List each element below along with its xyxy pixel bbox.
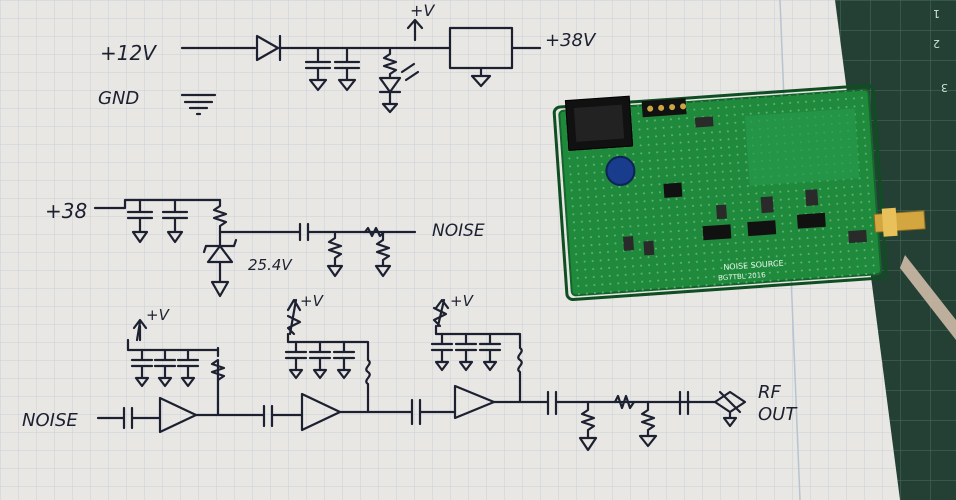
noise-out-label: NOISE bbox=[432, 221, 485, 241]
amp-vcc-2: +V bbox=[300, 292, 325, 310]
amp-vcc-3: +V bbox=[450, 292, 475, 310]
mat-mark-2: 2 bbox=[933, 37, 940, 50]
pcb-silkscreen-1: NOISE SOURCE bbox=[723, 259, 784, 272]
power-schematic: +12V GND +V +38V bbox=[98, 1, 597, 116]
noise-source-in-label: +38 bbox=[45, 199, 87, 223]
amp-in-label: NOISE bbox=[22, 410, 78, 431]
mat-mark-3: 3 bbox=[941, 81, 948, 94]
noise-source-pcb: NOISE SOURCE BG7TBL 2016 bbox=[552, 83, 926, 302]
gnd-label: GND bbox=[98, 88, 139, 109]
rf-out-label-2: OUT bbox=[758, 404, 798, 425]
power-out-label: +38V bbox=[545, 30, 597, 51]
power-in-label: +12V bbox=[100, 41, 157, 65]
probe-pointer bbox=[900, 255, 956, 340]
power-inductor bbox=[605, 155, 636, 186]
sma-connector bbox=[873, 210, 926, 233]
reg-vcc-label: +V bbox=[410, 1, 435, 20]
zener-voltage-label: 25.4V bbox=[248, 256, 293, 274]
pcb-silkscreen-2: BG7TBL 2016 bbox=[718, 271, 767, 282]
amplifier-schematic: NOISE +V +V +V RF OUT bbox=[22, 292, 798, 452]
noise-source-schematic: +38 25.4V NOISE bbox=[45, 198, 485, 298]
rf-out-label-1: RF bbox=[758, 382, 782, 403]
mat-mark-1: 1 bbox=[933, 7, 940, 20]
amp-vcc-1: +V bbox=[146, 306, 171, 324]
